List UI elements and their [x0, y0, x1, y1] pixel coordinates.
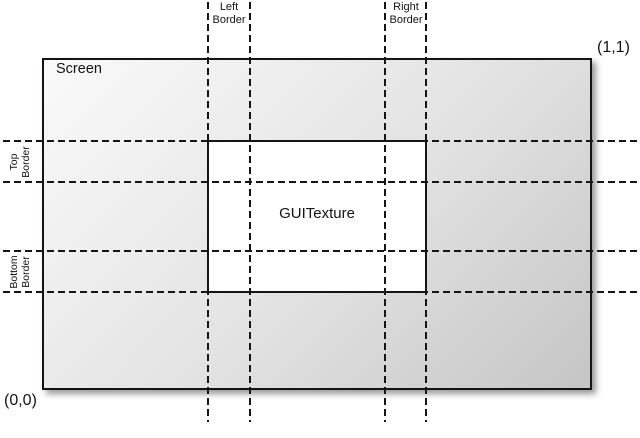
right-border-inner-guide-line: [384, 2, 386, 422]
right-border-outer-guide-line: [425, 2, 427, 422]
top-border-label: Top Border: [0, 141, 40, 182]
top-border-label-text: Top Border: [8, 145, 32, 178]
left-border-inner-guide-line: [249, 2, 251, 422]
top-border-outer-guide-line: [3, 140, 638, 142]
screen-label: Screen: [56, 61, 102, 77]
guitexture-rect: GUITexture: [207, 140, 427, 293]
bottom-border-label-text: Bottom Border: [8, 254, 32, 289]
left-border-label: Left Border: [212, 1, 246, 26]
coordinate-label-top-right: (1,1): [597, 39, 630, 56]
right-border-label: Right Border: [389, 1, 423, 26]
coordinate-label-bottom-left: (0,0): [4, 392, 37, 409]
left-border-outer-guide-line: [207, 2, 209, 422]
guitexture-label: GUITexture: [279, 205, 355, 222]
bottom-border-label: Bottom Border: [0, 251, 40, 292]
bottom-border-outer-guide-line: [3, 291, 638, 293]
top-border-inner-guide-line: [3, 181, 638, 183]
bottom-border-inner-guide-line: [3, 250, 638, 252]
